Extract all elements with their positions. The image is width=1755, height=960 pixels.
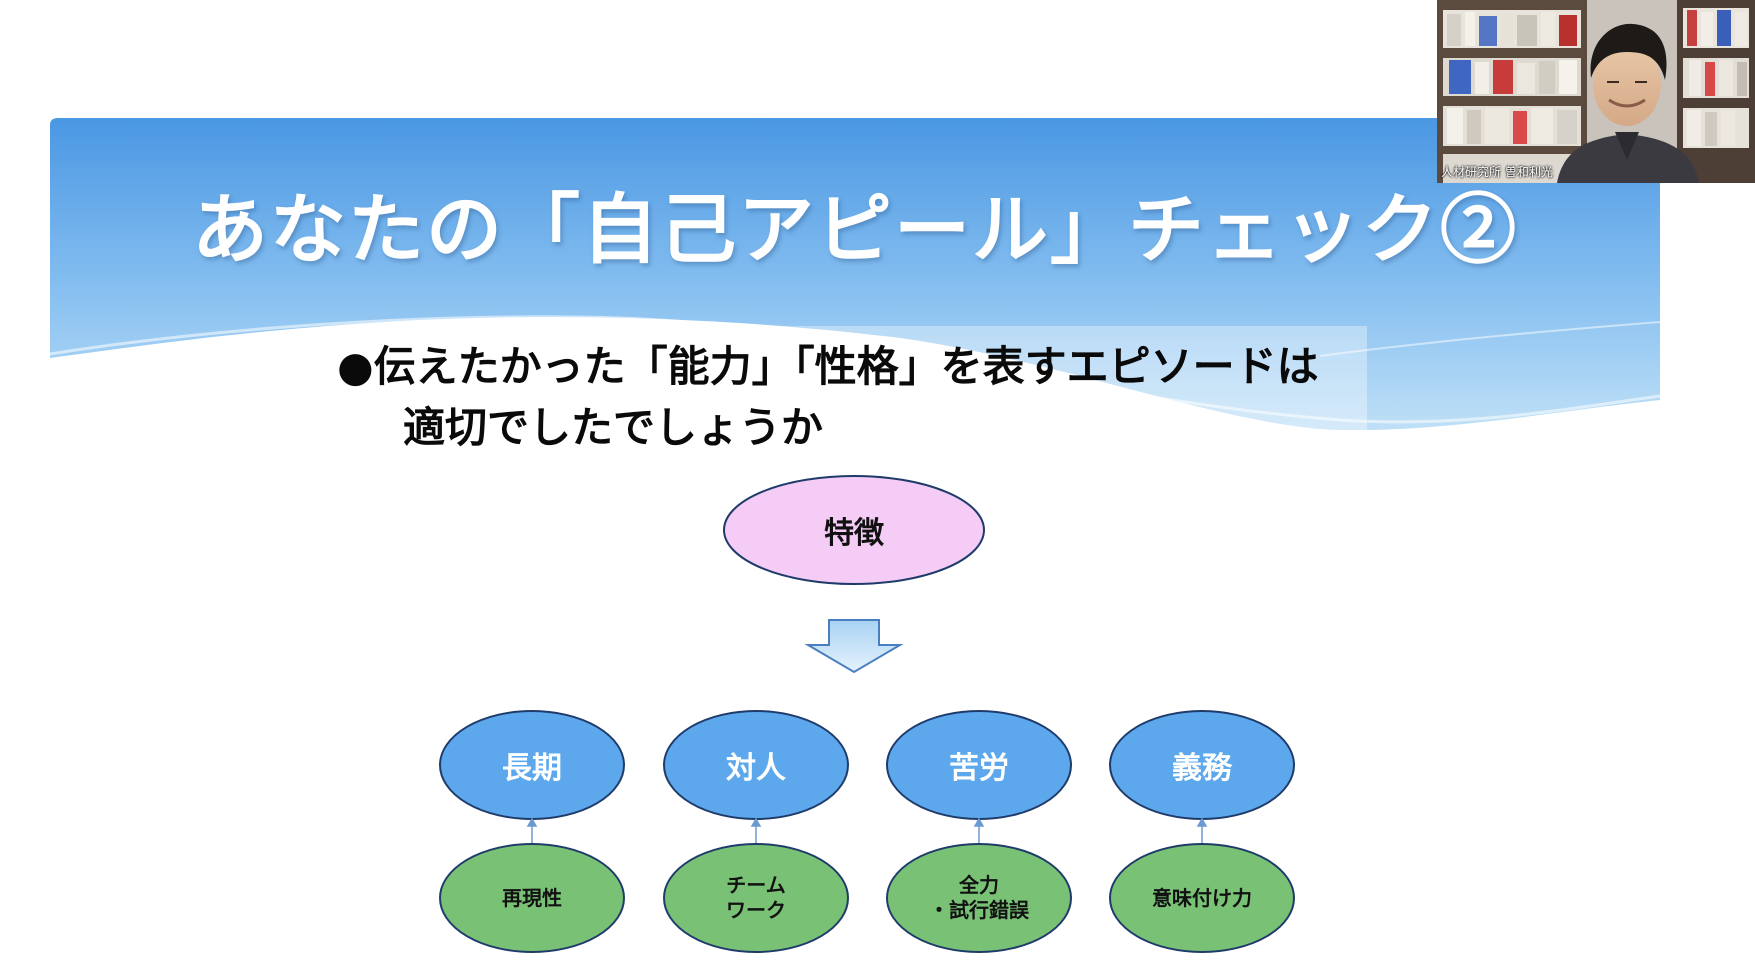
bottom-node-shape — [1109, 843, 1295, 953]
bottom-node-shape — [439, 843, 625, 953]
slide-title: あなたの「自己アピール」チェック② — [192, 185, 1518, 274]
bottom-node: 全力 ・試行錯誤 — [929, 873, 1029, 922]
participant-name-label: 人材研究所 曽和利光 — [1441, 165, 1553, 179]
bullet-line-1-text: 伝えたかった「能力」「性格」を表すエピソードは — [373, 342, 1319, 391]
banner-wave-line — [49, 315, 1661, 424]
down-arrow-icon — [808, 620, 900, 672]
bottom-node: 再現性 — [502, 885, 562, 910]
bottom-node: 意味付け力 — [1152, 885, 1252, 910]
banner-wave-line-2 — [1319, 321, 1661, 357]
bullet-backdrop — [330, 326, 1367, 436]
top-node-shape — [723, 475, 985, 585]
bookshelf-left — [1443, 10, 1581, 183]
down-arrow-shape — [804, 619, 904, 674]
title-banner — [50, 118, 1660, 431]
bottom-node-shape — [663, 843, 849, 953]
bottom-node-shape — [886, 843, 1072, 953]
middle-node: 義務 — [1172, 751, 1232, 786]
person-icon — [1557, 23, 1699, 183]
top-node: 特徴 — [824, 516, 884, 551]
bullet-line-2: 適切でしたでしょうか — [403, 403, 824, 452]
middle-node: 苦労 — [949, 751, 1009, 786]
bookshelf-right — [1683, 8, 1749, 148]
bullet-point: ●伝えたかった「能力」「性格」を表すエピソードは 適切でしたでしょうか — [337, 336, 1397, 458]
bullet-mark: ● — [337, 342, 374, 391]
middle-node: 長期 — [502, 751, 562, 786]
bullet-line-1: ●伝えたかった「能力」「性格」を表すエピソードは — [337, 336, 1397, 397]
webcam-video-frame — [1437, 0, 1755, 183]
connector-arrows — [526, 817, 1208, 843]
bottom-node: チーム ワーク — [726, 873, 786, 922]
middle-node: 対人 — [726, 751, 786, 786]
webcam-video-tile[interactable]: 人材研究所 曽和利光 — [1437, 0, 1755, 183]
